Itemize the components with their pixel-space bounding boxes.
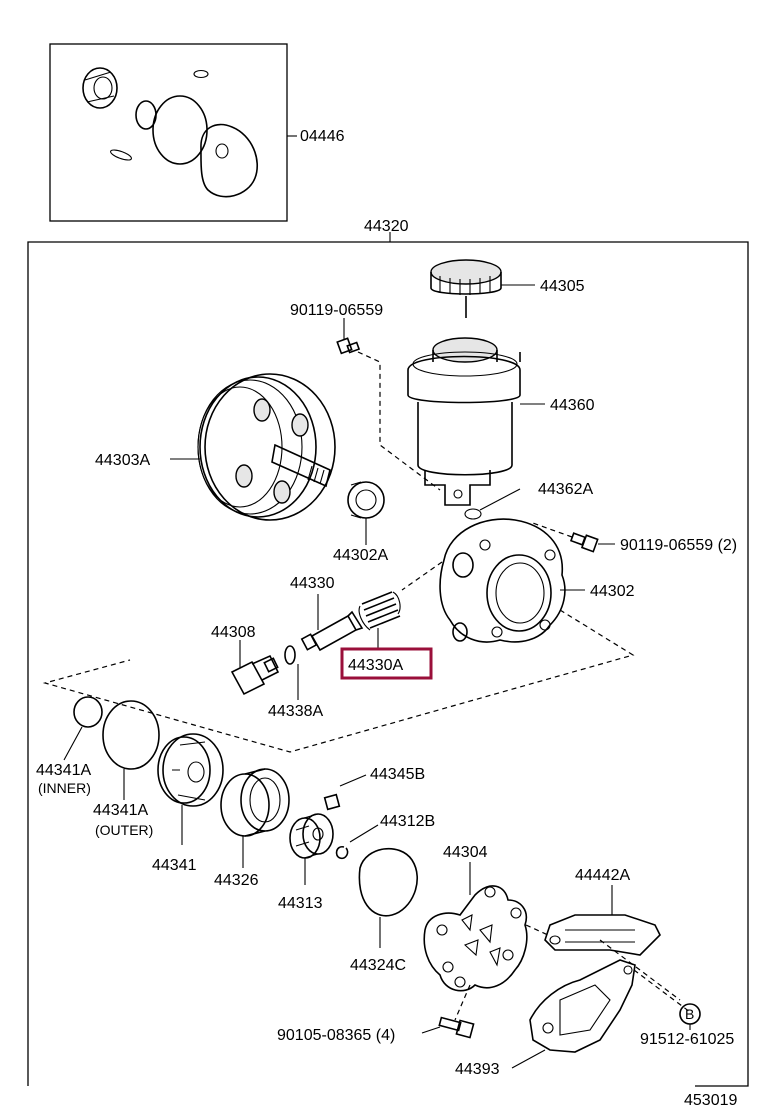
label-44305: 44305: [540, 278, 585, 295]
label-44341A-outer: 44341A: [93, 802, 148, 819]
highlight-box: [340, 647, 433, 680]
label-44326: 44326: [214, 872, 259, 889]
note-inner: (INNER): [38, 780, 91, 796]
label-44303A: 44303A: [95, 452, 150, 469]
circle-b-mark: B: [685, 1006, 694, 1022]
side-plate: [157, 733, 224, 845]
label-44442A: 44442A: [575, 867, 630, 884]
flow-control-valve: [300, 594, 364, 652]
label-44312B: 44312B: [380, 813, 435, 830]
reservoir-bolt: [336, 318, 441, 491]
snap-ring: [335, 824, 379, 860]
label-44362A: 44362A: [538, 481, 593, 498]
bracket-seal: [464, 488, 521, 520]
vane: [323, 774, 367, 811]
label-44324C: 44324C: [350, 957, 406, 974]
label-bolt-bottom: 90105-08365 (4): [277, 1027, 395, 1044]
reference-b: [679, 1003, 701, 1030]
pulley: [170, 373, 336, 521]
label-44302: 44302: [590, 583, 635, 600]
label-bolt-reservoir: 90119-06559: [290, 302, 383, 319]
mounting-plate: [525, 885, 661, 956]
label-44330A: 44330A: [348, 657, 403, 674]
union-fitting: [230, 640, 280, 696]
small-o-ring: [284, 645, 299, 700]
pump-housing: [42, 518, 635, 753]
label-44341: 44341: [152, 857, 197, 874]
bottom-bracket: [511, 939, 691, 1069]
figure-number: 453019: [684, 1092, 737, 1109]
reservoir: [407, 337, 545, 506]
label-44341A-inner: 44341A: [36, 762, 91, 779]
label-44345B: 44345B: [370, 766, 425, 783]
cam-ring: [220, 768, 290, 868]
valve-spring: [358, 591, 401, 650]
label-44320: 44320: [364, 218, 409, 235]
assembly-frame: [27, 232, 749, 1087]
reservoir-cap: [430, 259, 535, 318]
bearing: [347, 481, 385, 545]
label-44304: 44304: [443, 844, 488, 861]
gasket: [358, 847, 418, 948]
label-44308: 44308: [211, 624, 256, 641]
label-44330: 44330: [290, 575, 335, 592]
label-44313: 44313: [278, 895, 323, 912]
o-ring-inner: [63, 696, 103, 761]
label-44360: 44360: [550, 397, 595, 414]
rear-bolt: [421, 1016, 475, 1039]
label-bolt-right: 90119-06559 (2): [620, 537, 737, 554]
label-44393: 44393: [455, 1061, 500, 1078]
label-bolt-b: 91512-61025: [640, 1031, 734, 1048]
rotor: [289, 813, 334, 885]
rear-housing: [423, 862, 528, 1021]
label-44302A: 44302A: [333, 547, 388, 564]
kit-box: [49, 43, 297, 222]
note-outer: (OUTER): [95, 822, 153, 838]
housing-bolt: [529, 521, 615, 553]
label-44338A: 44338A: [268, 703, 323, 720]
o-ring-outer: [102, 700, 160, 800]
label-04446: 04446: [300, 128, 345, 145]
